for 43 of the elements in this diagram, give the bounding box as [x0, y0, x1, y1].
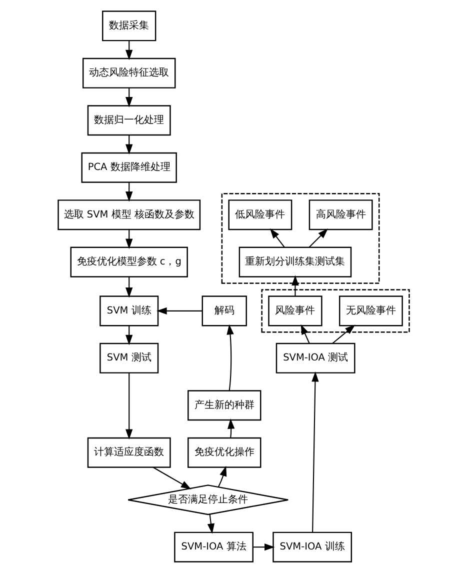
node-box: 风险事件 — [268, 296, 322, 326]
node-box: 重新划分训练集测试集 — [238, 246, 352, 278]
node-box: 高风险事件 — [308, 200, 373, 230]
node-box: SVM-IOA 测试 — [276, 342, 356, 374]
arrow — [218, 466, 227, 488]
node-box: SVM-IOA 训练 — [272, 532, 352, 562]
arrow — [126, 135, 133, 155]
arrow — [126, 40, 133, 60]
node-box: 动态风险特征选取 — [82, 58, 176, 88]
arrow — [308, 228, 328, 248]
node-box: 免疫优化模型参数 c，g — [70, 246, 188, 278]
node-box: PCA 数据降维处理 — [81, 152, 177, 183]
arrow — [126, 326, 133, 346]
arrow — [152, 466, 192, 490]
arrow — [292, 275, 299, 296]
arrow — [126, 276, 133, 298]
node-box: 低风险事件 — [228, 200, 292, 230]
arrow — [207, 514, 215, 534]
node-box: 免疫优化操作 — [188, 437, 262, 468]
arrow — [270, 228, 286, 248]
arrow — [126, 88, 133, 108]
cluster — [221, 193, 380, 284]
node-box: SVM 训练 — [100, 296, 159, 326]
node-box: 数据归一化处理 — [87, 105, 171, 136]
arrow — [126, 373, 133, 440]
arrow — [226, 324, 234, 391]
node-box: SVM 测试 — [100, 342, 159, 374]
node-box: 无风险事件 — [339, 296, 403, 326]
arrow — [156, 307, 202, 315]
node-box: 计算适应度函数 — [87, 437, 171, 468]
arrow — [332, 324, 356, 344]
node-box: 产生新的种群 — [188, 390, 262, 421]
arrow — [253, 543, 275, 551]
node-box: 选取 SVM 模型 核函数及参数 — [58, 200, 201, 230]
node-box: SVM-IOA 算法 — [174, 532, 254, 562]
arrow — [312, 371, 319, 532]
arrow — [300, 324, 310, 344]
arrow — [126, 182, 133, 202]
arrow — [126, 230, 133, 250]
node-box: 数据采集 — [102, 10, 156, 42]
node-diamond: 是否满足停止条件 — [127, 484, 289, 516]
node-box: 解码 — [202, 296, 247, 326]
arrow — [228, 418, 235, 438]
